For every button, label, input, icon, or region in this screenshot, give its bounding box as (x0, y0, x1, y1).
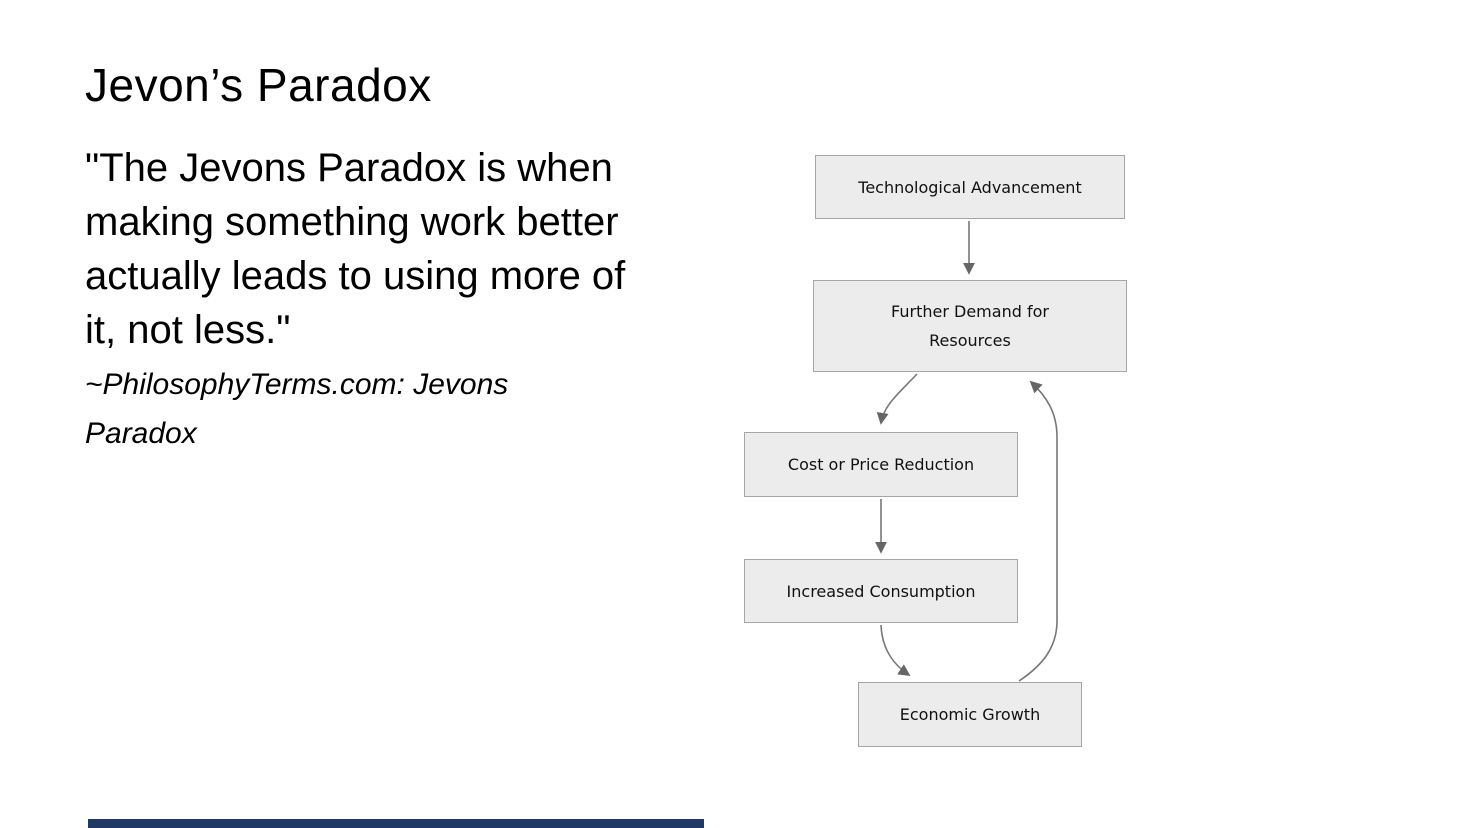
node-label: Economic Growth (899, 705, 1041, 724)
attribution-line: ~PhilosophyTerms.com: Jevons (85, 368, 509, 401)
quote-text: "The Jevons Paradox is when making somet… (85, 141, 625, 357)
quote-line: making something work better (85, 200, 619, 244)
node-cost-or-price-reduction: Cost or Price Reduction (744, 432, 1018, 497)
node-further-demand-for-resources: Further Demand for Resources (813, 280, 1127, 372)
node-increased-consumption: Increased Consumption (744, 559, 1018, 623)
quote-attribution: ~PhilosophyTerms.com: Jevons Paradox (85, 360, 508, 458)
node-label: Technological Advancement (858, 177, 1082, 197)
quote-line: "The Jevons Paradox is when (85, 146, 613, 190)
edge-demand-to-cost (876, 373, 918, 425)
node-label: Cost or Price Reduction (787, 455, 975, 474)
node-economic-growth: Economic Growth (858, 682, 1082, 747)
attribution-line: Paradox (85, 417, 197, 450)
edge-consumption-to-growth (880, 624, 911, 676)
node-label: Increased Consumption (786, 581, 976, 601)
slide-title: Jevon’s Paradox (85, 59, 432, 111)
quote-line: actually leads to using more of (85, 254, 626, 298)
node-technological-advancement: Technological Advancement (815, 155, 1125, 219)
node-label: Further Demand for Resources (891, 302, 1049, 350)
quote-line: it, not less." (85, 308, 291, 352)
edge-growth-to-demand (1018, 380, 1058, 682)
footer-accent-bar (88, 819, 704, 828)
